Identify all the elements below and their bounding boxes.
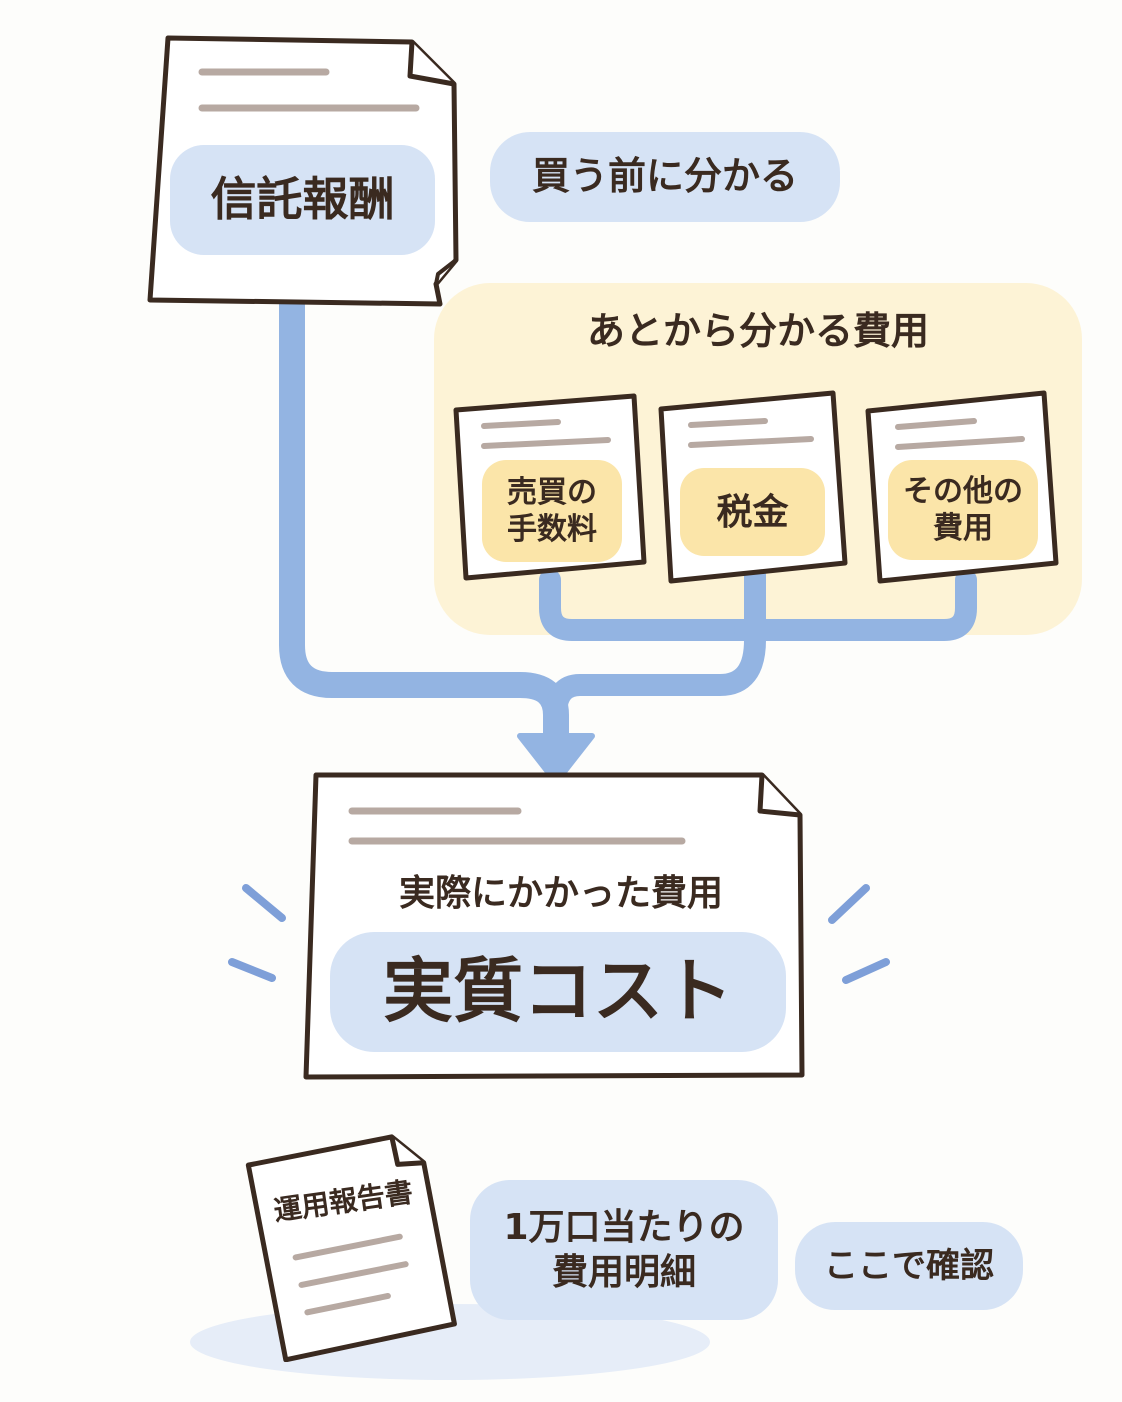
trust-fee-note: 買う前に分かる — [490, 132, 840, 222]
trust-fee-label: 信託報酬 — [170, 145, 435, 255]
report-detail: 1万口当たりの 費用明細 — [470, 1180, 778, 1320]
report-document — [245, 1134, 457, 1362]
result-label: 実質コスト — [330, 932, 786, 1052]
result-caption: 実際にかかった費用 — [398, 873, 723, 914]
down-arrow-icon — [517, 733, 595, 785]
emphasis-stroke-right-bottom — [842, 958, 890, 984]
flow-line-other — [734, 569, 977, 641]
flow-line-fees — [539, 569, 756, 641]
emphasis-stroke-left-top — [242, 884, 286, 922]
later-costs-title: あとから分かる費用 — [586, 308, 929, 353]
flow-line-tax — [545, 564, 766, 726]
fee-tax-label: 税金 — [680, 468, 825, 556]
report-note: ここで確認 — [795, 1222, 1023, 1310]
fee-other-label: その他の 費用 — [888, 460, 1038, 560]
fee-trading-label: 売買の 手数料 — [482, 460, 622, 562]
emphasis-stroke-right-top — [828, 884, 870, 924]
emphasis-stroke-left-bottom — [228, 958, 276, 982]
